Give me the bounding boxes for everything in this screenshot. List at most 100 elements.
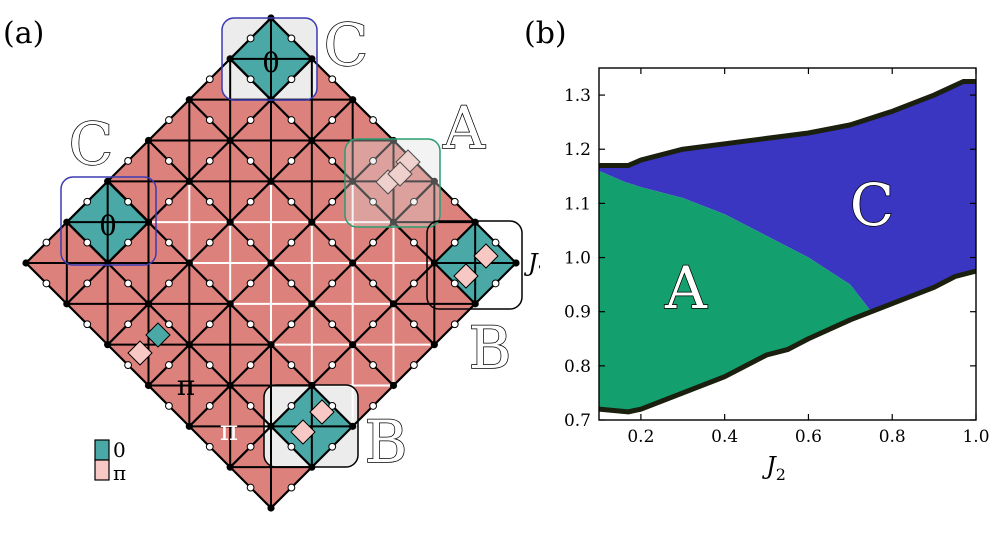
- lattice-node: [267, 259, 275, 267]
- region-box-top: [221, 17, 318, 101]
- y-tick-label: 1.0: [564, 249, 591, 269]
- lattice-node: [430, 259, 438, 267]
- lattice-node: [22, 259, 30, 267]
- lattice-site: [328, 279, 337, 288]
- lattice-site: [369, 238, 377, 247]
- lattice-site: [410, 279, 418, 288]
- lattice-site: [328, 320, 337, 329]
- panel-a-label: (a): [3, 16, 45, 51]
- lattice-site: [450, 320, 459, 329]
- lattice-site: [410, 238, 418, 247]
- lattice-node: [389, 218, 398, 226]
- lattice-site: [205, 402, 214, 410]
- lattice-site: [450, 279, 459, 288]
- region-box-left: [60, 176, 157, 266]
- panel-b-label: (b): [524, 16, 567, 51]
- lattice-site: [491, 238, 500, 247]
- y-tick-label: 0.8: [564, 357, 591, 377]
- lattice-site: [287, 75, 296, 84]
- y-tick-label: 0.7: [564, 411, 591, 431]
- lattice-site: [328, 75, 337, 84]
- lattice-site: [450, 197, 459, 206]
- lattice-node: [185, 177, 193, 185]
- region-label-b-right: B: [469, 314, 512, 382]
- inset-plaquettes-b-bottom: [290, 399, 335, 445]
- lattice-node: [471, 300, 479, 308]
- lattice-site: [205, 197, 214, 206]
- lattice-site: [124, 279, 132, 288]
- lattice-site: [124, 157, 132, 165]
- lattice-site: [165, 279, 173, 288]
- chart-xlabel: J2: [761, 452, 786, 484]
- lattice-site: [205, 442, 214, 451]
- inset-plaquettes-a: [375, 149, 421, 195]
- region-box-a: [344, 138, 441, 228]
- x-tick-label: 0.6: [795, 427, 822, 447]
- lattice-site: [287, 279, 296, 288]
- lattice-node: [185, 422, 193, 430]
- lattice-site: [205, 157, 214, 165]
- lattice-site: [246, 483, 255, 492]
- lattice-node: [349, 341, 357, 349]
- lattice-node: [267, 422, 275, 430]
- plot-frame: [598, 67, 977, 421]
- lattice-node: [226, 136, 234, 145]
- lattice-site: [83, 238, 92, 247]
- region-c-area: [599, 81, 976, 312]
- lattice-site: [410, 320, 418, 329]
- lattice-site: [287, 34, 296, 43]
- lattice-site: [287, 442, 296, 451]
- zero-label-left: 0: [99, 209, 117, 242]
- lattice-node: [144, 136, 153, 145]
- lattice-node: [63, 300, 71, 308]
- lattice-site: [205, 238, 214, 247]
- lattice-node: [308, 300, 316, 308]
- lattice-site: [165, 116, 173, 124]
- lattice-site: [205, 116, 214, 124]
- lattice-site: [205, 75, 214, 84]
- lattice-site: [369, 197, 377, 206]
- lattice-node: [144, 218, 153, 226]
- j7-label: J7: [523, 249, 540, 281]
- lattice-site: [165, 320, 173, 329]
- lattice-site: [83, 279, 92, 288]
- lattice-node: [144, 300, 153, 308]
- lattice-site: [491, 279, 500, 288]
- lattice-diagram: 0 0 π π C C A B B J7 0 π: [22, 10, 540, 512]
- lattice-site: [287, 238, 296, 247]
- y-tick-label: 1.2: [564, 140, 591, 160]
- y-tick-label: 0.9: [564, 303, 591, 323]
- lattice-node: [267, 504, 275, 512]
- inset-plaquettes-left: [127, 322, 171, 366]
- lattice-site: [165, 157, 173, 165]
- lattice-site: [124, 320, 132, 329]
- lattice-node: [226, 381, 234, 390]
- chart-region-label-c: C: [850, 171, 894, 239]
- lattice-site: [42, 238, 51, 247]
- lattice-site: [83, 197, 92, 206]
- lattice-site: [287, 483, 296, 492]
- inset-plaquettes-b-right: [453, 243, 499, 289]
- lattice-site: [124, 361, 132, 369]
- lattice-site: [410, 197, 418, 206]
- lattice-node: [144, 381, 153, 390]
- lattice-node: [63, 218, 71, 226]
- lattice-node: [185, 259, 193, 267]
- lattice-node: [349, 177, 357, 185]
- lattice-site: [165, 402, 173, 410]
- lattice-site: [287, 361, 296, 369]
- lattice-site: [369, 116, 377, 124]
- lattice-site: [328, 238, 337, 247]
- lattice-site: [246, 442, 255, 451]
- lattice-site: [246, 361, 255, 369]
- region-box-b-right: [426, 220, 523, 310]
- lattice-site: [165, 361, 173, 369]
- white-bonds: [148, 181, 435, 427]
- lattice-site: [165, 197, 173, 206]
- lattice-node: [430, 177, 438, 185]
- lattice-node: [349, 259, 357, 267]
- lattice-node: [349, 422, 357, 430]
- legend-pi-label: π: [113, 461, 126, 485]
- lattice-site: [328, 402, 337, 410]
